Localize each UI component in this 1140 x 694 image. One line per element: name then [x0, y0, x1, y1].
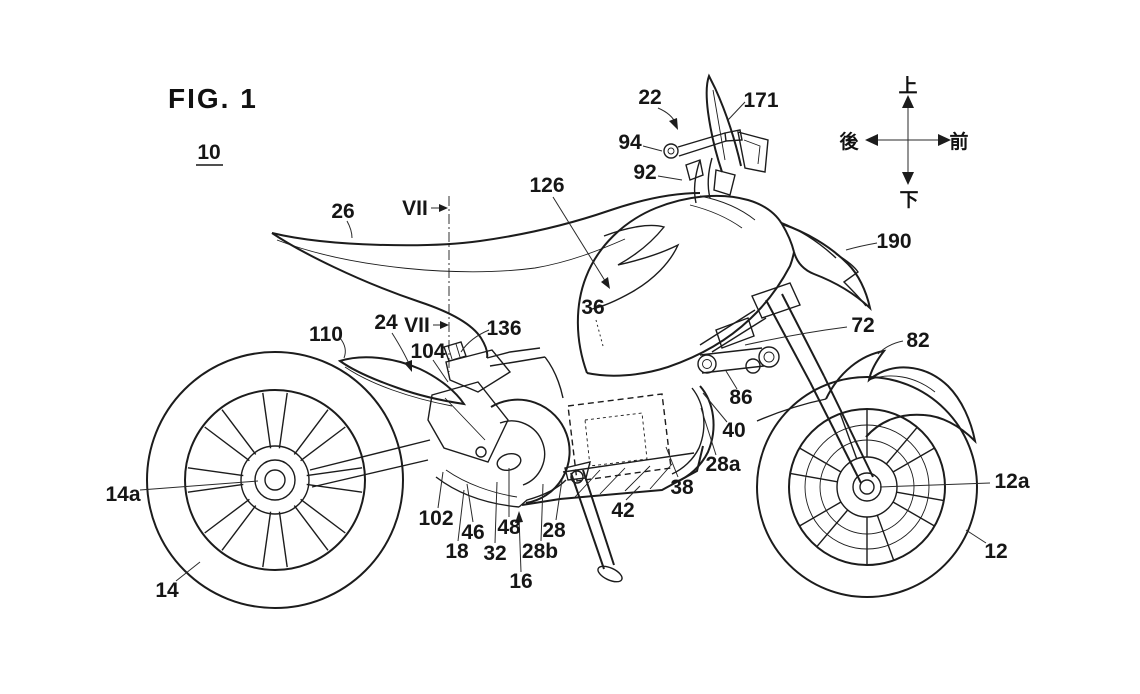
- handlebar-cluster: [663, 129, 769, 204]
- ref-label-136: 136: [486, 317, 521, 340]
- ref-label-14: 14: [155, 579, 179, 602]
- rear-fender: [337, 356, 467, 407]
- section-label-vii-top: VII: [402, 197, 428, 220]
- ref-label-28: 28: [542, 519, 566, 542]
- ref-label-82: 82: [906, 329, 929, 352]
- ref-label-32: 32: [483, 542, 506, 565]
- front-beak-cowl: [779, 221, 872, 311]
- ref-label-22: 22: [638, 86, 661, 109]
- ref-label-40: 40: [722, 419, 745, 442]
- ref-label-18: 18: [445, 540, 469, 563]
- front-fork: [697, 282, 874, 484]
- seat-tail-unit: [271, 192, 701, 399]
- ref-label-16: 16: [509, 570, 532, 593]
- ref-label-42: 42: [611, 499, 634, 522]
- ref-label-36: 36: [581, 296, 604, 319]
- ref-label-94: 94: [618, 131, 642, 154]
- windscreen: [705, 73, 742, 173]
- ref-label-72: 72: [851, 314, 874, 337]
- section-label-vii-bottom: VII: [404, 314, 430, 337]
- front-wheel: [756, 376, 978, 598]
- swingarm: [309, 439, 431, 488]
- compass-rear-label: 後: [839, 130, 859, 153]
- side-stand: [564, 461, 623, 583]
- frame-guard: [671, 385, 715, 483]
- front-fender: [756, 349, 977, 445]
- ref-label-28a: 28a: [705, 453, 740, 476]
- compass-front-label: 前: [949, 130, 968, 153]
- ref-label-12: 12: [984, 540, 1007, 563]
- ref-label-24: 24: [374, 311, 398, 334]
- leader-lines: [139, 101, 991, 582]
- ref-label-126: 126: [529, 174, 564, 197]
- ref-label-14a: 14a: [105, 483, 140, 506]
- rear-wheel: [146, 351, 404, 609]
- rear-wheel-spokes: [187, 392, 363, 568]
- ref-label-48: 48: [497, 516, 521, 539]
- ref-label-110: 110: [309, 323, 343, 346]
- compass-down-label: 下: [899, 189, 918, 211]
- figure-number: 10: [197, 141, 220, 164]
- ref-label-102: 102: [418, 507, 453, 530]
- compass-up-label: 上: [898, 75, 917, 97]
- ref-label-46: 46: [461, 521, 484, 544]
- ref-label-12a: 12a: [994, 470, 1029, 493]
- ref-label-104: 104: [410, 340, 445, 363]
- figure-title: FIG. 1: [168, 83, 258, 114]
- ref-label-171: 171: [743, 89, 778, 112]
- orientation-compass: 上 下 後 前: [839, 75, 968, 211]
- motor-unit: [435, 398, 571, 508]
- ref-label-86: 86: [729, 386, 752, 409]
- ref-label-28b: 28b: [522, 540, 558, 563]
- ref-label-190: 190: [876, 230, 911, 253]
- battery-unit: [521, 393, 704, 506]
- ref-label-92: 92: [633, 161, 656, 184]
- ref-label-38: 38: [670, 476, 694, 499]
- frame-brackets: [427, 341, 512, 463]
- ref-label-26: 26: [331, 200, 354, 223]
- front-wheel-spokes: [790, 409, 944, 565]
- figure-labels: FIG. 1 10 26 VII 126 22 171 94 92 190 36…: [105, 83, 1029, 602]
